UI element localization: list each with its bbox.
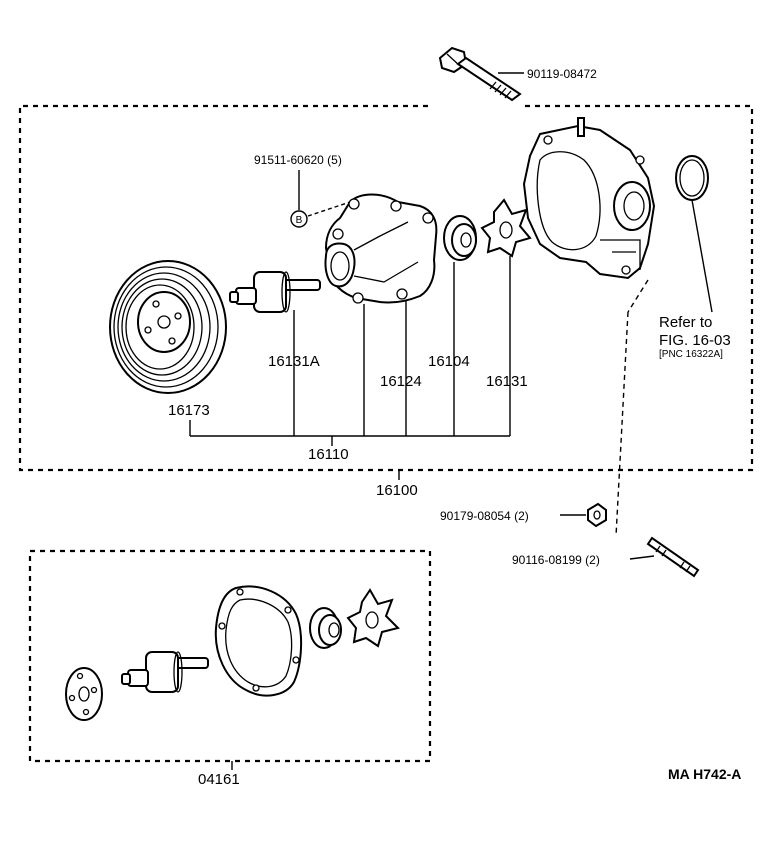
label-16104: 16104 [428, 353, 470, 370]
leader-housing-stud-a [627, 279, 649, 313]
seal-16104 [443, 215, 477, 261]
b-marker-icon [290, 210, 308, 228]
label-bolt-91511-60620: 91511-60620 (5) [254, 153, 342, 167]
nut-90179-08054 [587, 502, 607, 528]
diagram-code: MA H742-A [668, 766, 741, 782]
bolt-90119-08472 [438, 46, 524, 102]
leader-stud [629, 555, 655, 560]
bracket-16110 [189, 256, 511, 446]
assembly-16100-boundary [18, 104, 754, 472]
kit-bearing-shaft [121, 651, 209, 693]
kit-gasket [214, 585, 303, 697]
b-marker-text: B [296, 215, 303, 226]
impeller-16131 [480, 198, 532, 258]
leader-housing-stud-b [615, 311, 629, 537]
kit-flange [65, 667, 103, 721]
leader-b-to-body [307, 201, 351, 217]
o-ring [675, 155, 709, 201]
label-bolt-90119-08472: 90119-08472 [527, 67, 597, 81]
label-16173: 16173 [168, 402, 210, 419]
label-16100: 16100 [376, 482, 418, 499]
kit-04161-boundary [28, 549, 432, 763]
label-16124: 16124 [380, 373, 422, 390]
label-04161: 04161 [198, 771, 240, 788]
pump-housing [522, 117, 656, 280]
kit-seal [309, 607, 342, 649]
leader-refer [691, 199, 713, 313]
pump-body-16124 [324, 193, 438, 304]
pulley-16173 [109, 260, 227, 394]
label-16131: 16131 [486, 373, 528, 390]
label-refer-line3: [PNC 16322A] [659, 349, 723, 360]
label-nut: 90179-08054 (2) [440, 509, 529, 523]
stud-90116-08199 [646, 536, 700, 578]
label-refer-line1: Refer to [659, 314, 712, 331]
label-stud: 90116-08199 (2) [512, 553, 600, 567]
label-refer-line2: FIG. 16-03 [659, 332, 731, 349]
bearing-shaft-16131A [229, 271, 321, 313]
label-16110: 16110 [308, 446, 349, 463]
kit-impeller [346, 588, 400, 648]
